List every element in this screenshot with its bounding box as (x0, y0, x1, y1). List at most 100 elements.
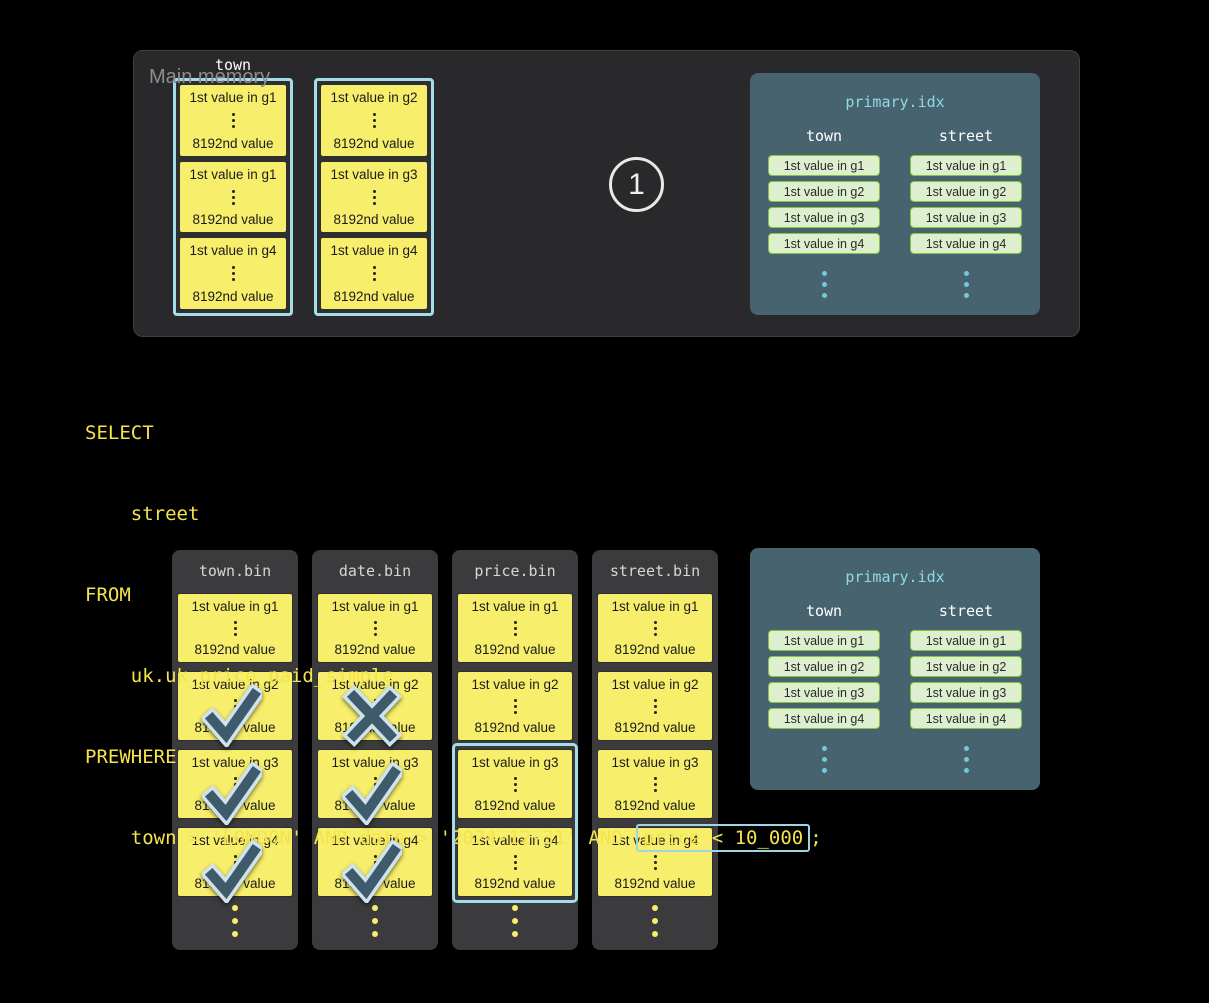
granule-last-value: 8192nd value (474, 876, 556, 891)
granule-first-value: 1st value in g1 (191, 599, 279, 614)
granule-block: 1st value in g3 8192nd value (457, 749, 573, 819)
granule-block: 1st value in g2 8192nd value (320, 84, 428, 157)
bin-panel-street: street.bin 1st value in g1 8192nd value … (592, 550, 718, 950)
index-entry: 1st value in g4 (910, 233, 1022, 254)
ellipsis-icon (963, 271, 969, 298)
index-column-header: street (938, 602, 994, 620)
granule-block: 1st value in g1 8192nd value (457, 593, 573, 663)
ellipsis-icon (513, 620, 517, 636)
x-icon (342, 684, 402, 747)
ellipsis-icon (653, 698, 657, 714)
granule-block: 1st value in g2 8192nd value (597, 671, 713, 741)
granule-first-value: 1st value in g1 (189, 90, 277, 105)
sql-line-select: SELECT (85, 422, 154, 444)
granule-first-value: 1st value in g2 (330, 90, 418, 105)
index-entry: 1st value in g2 (768, 181, 880, 202)
granule-block: 1st value in g1 8192nd value (177, 593, 293, 663)
granule-first-value: 1st value in g4 (189, 243, 277, 259)
check-icon (342, 761, 402, 825)
granule-block: 1st value in g1 8192nd value (179, 84, 287, 157)
check-icon (202, 683, 262, 747)
granule-block: 1st value in g3 8192nd value (597, 749, 713, 819)
ellipsis-icon (513, 854, 517, 870)
index-entry: 1st value in g4 (910, 708, 1022, 729)
granule-first-value: 1st value in g2 (611, 677, 699, 692)
index-entry: 1st value in g1 (768, 155, 880, 176)
granule-last-value: 8192nd value (192, 289, 274, 304)
granule-block: 1st value in g4 8192nd value (177, 827, 293, 897)
index-entry: 1st value in g4 (768, 708, 880, 729)
granule-first-value: 1st value in g4 (471, 833, 559, 848)
granule-last-value: 8192nd value (194, 642, 276, 657)
ellipsis-icon (653, 620, 657, 636)
index-entry: 1st value in g1 (768, 630, 880, 651)
ellipsis-icon (172, 905, 298, 937)
granule-last-value: 8192nd value (333, 289, 415, 304)
memory-granule-stack-1: 1st value in g1 8192nd value 1st value i… (173, 78, 293, 316)
ellipsis-icon (233, 620, 237, 636)
index-entry: 1st value in g3 (768, 682, 880, 703)
sql-statement-terminator: ; (810, 827, 822, 849)
ellipsis-icon (231, 189, 235, 205)
granule-last-value: 8192nd value (333, 212, 415, 228)
granule-last-value: 8192nd value (474, 720, 556, 735)
ellipsis-icon (312, 905, 438, 937)
granule-first-value: 1st value in g3 (611, 755, 699, 770)
granule-last-value: 8192nd value (333, 135, 415, 151)
ellipsis-icon (653, 776, 657, 792)
index-entry: 1st value in g3 (768, 207, 880, 228)
index-entry: 1st value in g4 (768, 233, 880, 254)
bin-title: street.bin (609, 562, 701, 580)
step-number-badge: 1 (609, 157, 664, 212)
main-memory-label: Main memory (149, 66, 271, 88)
index-entry: 1st value in g3 (910, 682, 1022, 703)
index-entry: 1st value in g2 (910, 181, 1022, 202)
granule-block: 1st value in g4 8192nd value (457, 827, 573, 897)
ellipsis-icon (653, 854, 657, 870)
bin-title: town.bin (198, 562, 272, 580)
index-column-header: street (938, 127, 994, 145)
index-column-street: street 1st value in g1 1st value in g2 1… (907, 127, 1025, 298)
ellipsis-icon (231, 266, 235, 282)
bin-panel-town: town.bin 1st value in g1 8192nd value 1s… (172, 550, 298, 950)
bin-title: price.bin (474, 562, 556, 580)
ellipsis-icon (821, 746, 827, 773)
granule-first-value: 1st value in g2 (471, 677, 559, 692)
granule-last-value: 8192nd value (192, 135, 274, 151)
ellipsis-icon (372, 266, 376, 282)
index-entry: 1st value in g2 (910, 656, 1022, 677)
granule-last-value: 8192nd value (614, 798, 696, 813)
sql-line-prewhere: PREWHERE (85, 746, 177, 768)
granule-first-value: 1st value in g3 (471, 755, 559, 770)
granule-block: 1st value in g4 8192nd value (597, 827, 713, 897)
index-entry: 1st value in g1 (910, 155, 1022, 176)
granule-block: 1st value in g1 8192nd value (179, 160, 287, 234)
sql-line-conditions: town = 'LONDON' AND date > '2024-12-31' … (85, 824, 822, 852)
granule-first-value: 1st value in g4 (330, 243, 418, 259)
granule-first-value: 1st value in g1 (189, 166, 277, 182)
granule-last-value: 8192nd value (474, 798, 556, 813)
granule-block: 1st value in g3 8192nd value (320, 160, 428, 234)
granule-block: 1st value in g2 8192nd value (457, 671, 573, 741)
check-icon (202, 761, 262, 825)
granule-block: 1st value in g4 8192nd value (179, 237, 287, 311)
check-icon (202, 839, 262, 903)
granule-first-value: 1st value in g4 (611, 833, 699, 848)
primary-index-title: primary.idx (845, 568, 945, 586)
selected-granules-outline (452, 743, 578, 903)
granule-last-value: 8192nd value (614, 720, 696, 735)
memory-granule-stack-2: 1st value in g2 8192nd value 1st value i… (314, 78, 434, 316)
ellipsis-icon (513, 698, 517, 714)
granule-block: 1st value in g3 8192nd value (177, 749, 293, 819)
bin-panel-date: date.bin 1st value in g1 8192nd value 1s… (312, 550, 438, 950)
check-icon (342, 839, 402, 903)
granule-last-value: 8192nd value (334, 642, 416, 657)
sql-line-from: FROM (85, 584, 131, 606)
bin-title: date.bin (338, 562, 412, 580)
ellipsis-icon (821, 271, 827, 298)
index-entry: 1st value in g3 (910, 207, 1022, 228)
index-column-town: town 1st value in g1 1st value in g2 1st… (765, 127, 883, 298)
granule-first-value: 1st value in g3 (330, 166, 418, 182)
index-entry: 1st value in g2 (768, 656, 880, 677)
